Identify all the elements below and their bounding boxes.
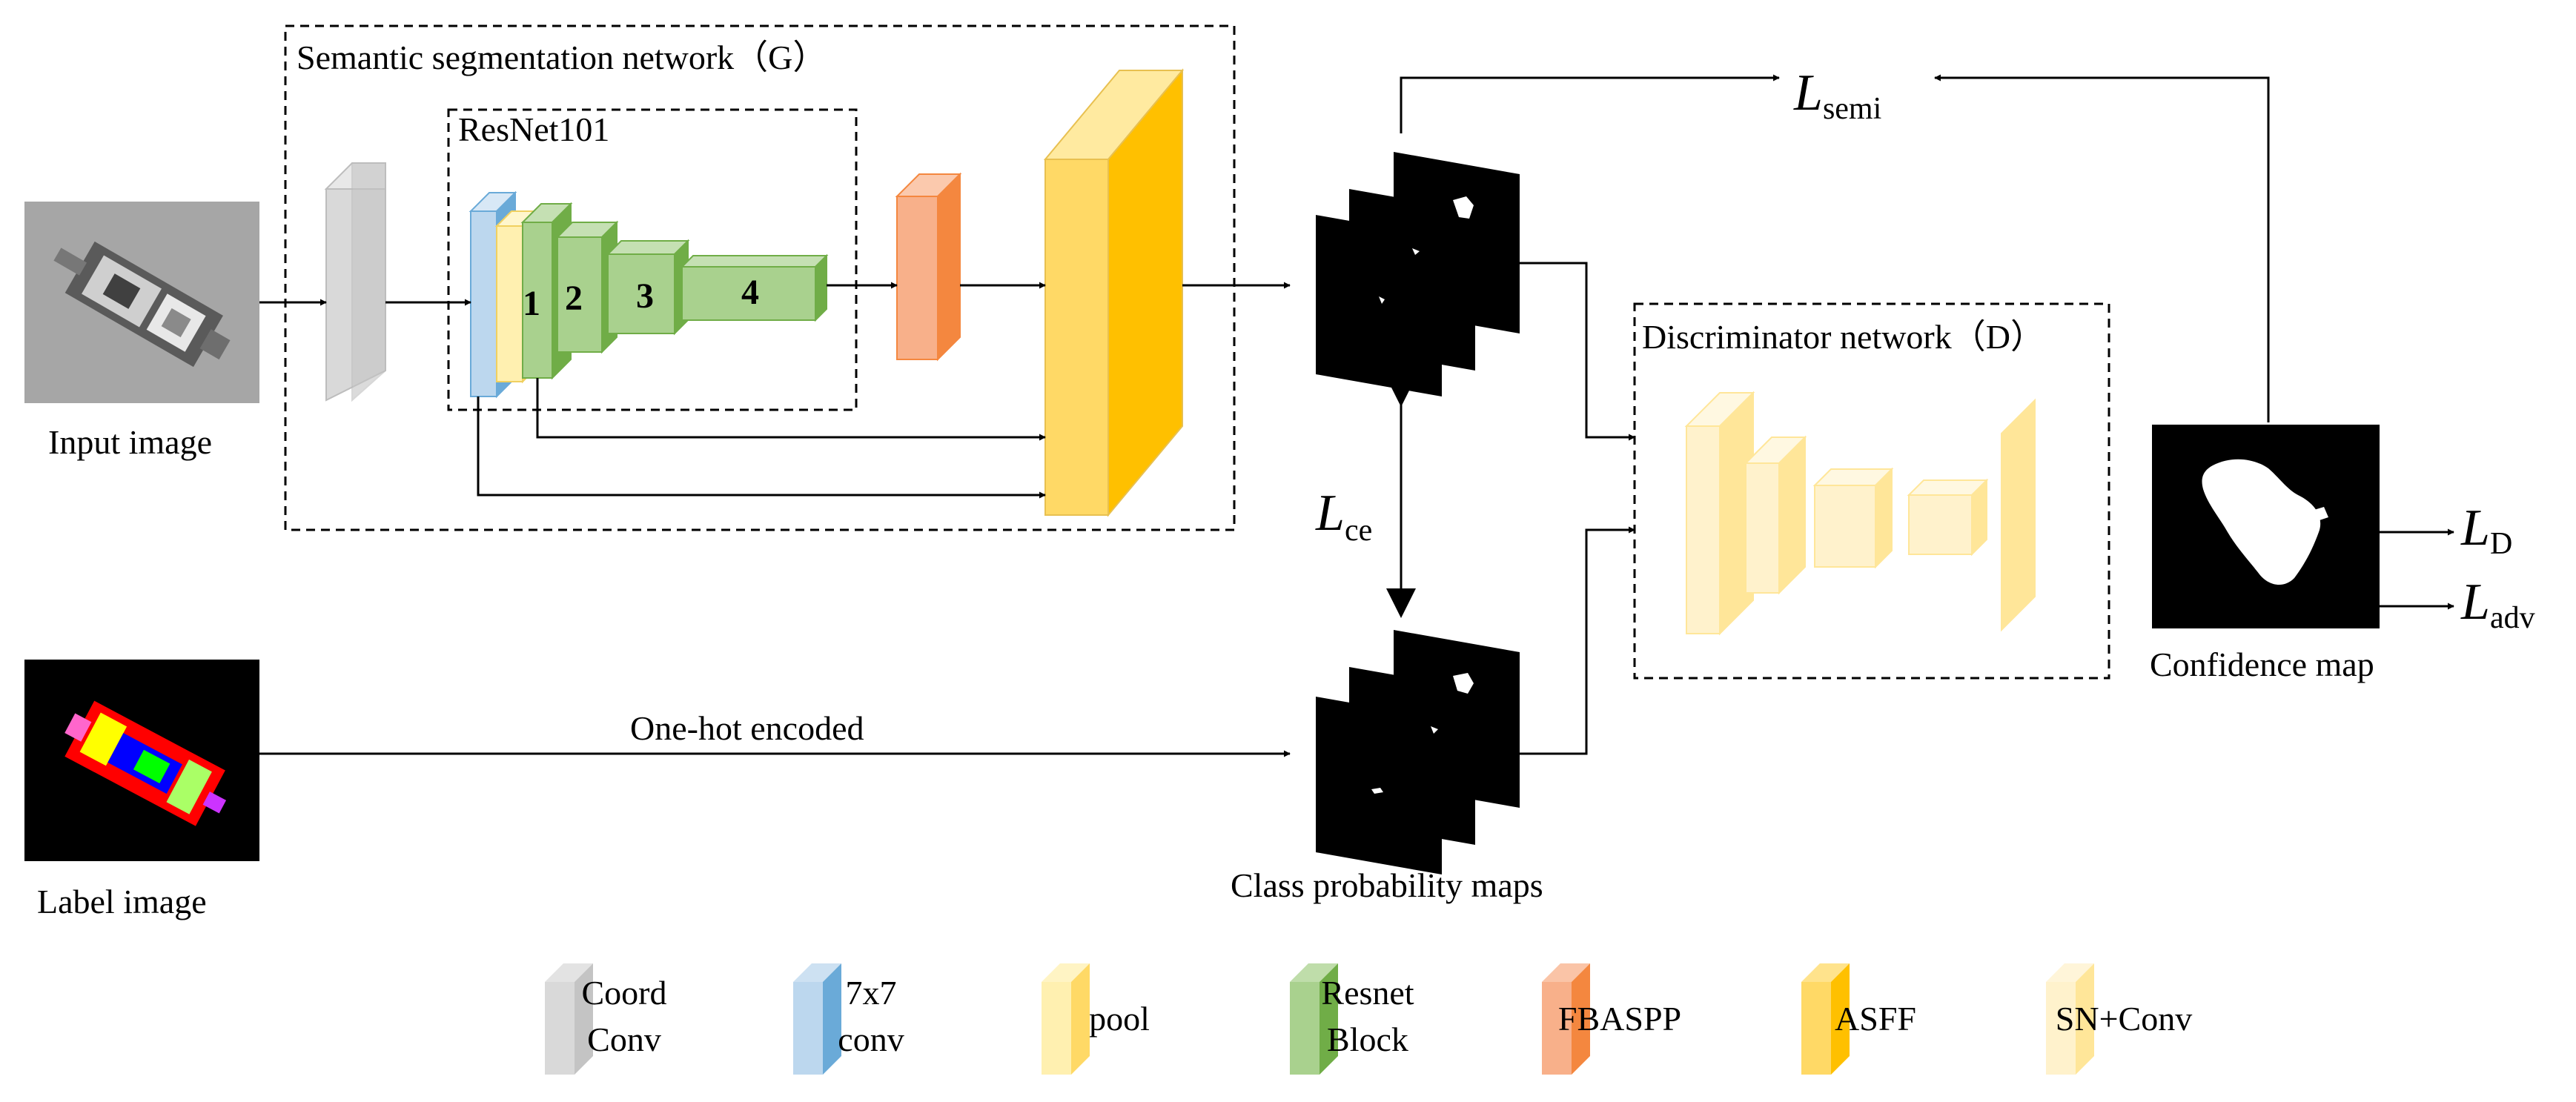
svg-text:Lsemi: Lsemi [1793,64,1881,126]
loss-ce-sub: ce [1345,514,1372,548]
block-label-3: 3 [636,276,654,316]
svg-text:Ladv: Ladv [2460,574,2535,635]
generator-box [284,24,1236,531]
confidence-map-label: Confidence map [2150,645,2374,683]
disc-block-1 [1684,391,1755,636]
svg-text:LD: LD [2460,499,2512,561]
discriminator-box [1633,302,2110,680]
label-image-label: Label image [37,883,207,920]
onehot-label: One-hot encoded [630,709,864,747]
skip-pool-asff [536,378,1046,441]
input-image-label: Input image [48,423,212,461]
block-label-1: 1 [523,284,540,323]
coordconv-block [324,162,386,402]
legend-item: ASFF [1801,963,1916,1075]
resnet-block-3 [606,239,690,336]
legend-swatch-front [1801,982,1831,1075]
legend-swatch-side [1831,963,1850,1075]
legend-label: pool [1089,1000,1150,1038]
predicted-maps [1316,152,1520,396]
legend-swatch-front [1542,982,1572,1075]
legend-swatch-side [1071,963,1090,1075]
confidence-map [2152,425,2380,628]
discriminator-title: Discriminator network（D） [1642,318,2044,356]
class-prob-label: Class probability maps [1231,866,1543,904]
resnet-block-4 [680,253,829,322]
legend-swatch-front [1042,982,1071,1075]
loss-d-sub: D [2490,527,2512,561]
disc-block-5 [2001,398,2036,632]
legend-swatch-top [1290,963,1338,982]
loss-ce-main: L [1315,485,1345,542]
disc-block-2 [1744,435,1807,595]
arrow-conf-lsemi [1934,74,2270,422]
asff-block [1043,68,1185,517]
generator-title: Semantic segmentation network（G） [297,39,827,76]
legend-item: pool [1042,963,1150,1075]
arrow-pred-disc [1520,262,1635,441]
resnet-title: ResNet101 [458,110,609,148]
legend-swatch-top [793,963,841,982]
fbaspp-block [895,172,962,362]
legend-swatch-side [575,963,593,1075]
class-probability-maps [1316,630,1520,874]
loss-ce: Lce [1315,485,1372,548]
disc-block-4 [1907,478,1989,557]
legend-swatch-side [1572,963,1590,1075]
disc-block-3 [1812,467,1894,569]
input-image [24,202,259,403]
legend-swatch-front [2046,982,2076,1075]
arrow-pred-lsemi [1400,74,1780,133]
loss-semi-sub: semi [1823,92,1881,126]
loss-adv: Ladv [2460,574,2535,635]
arrow-gt-disc [1520,526,1635,755]
legend-swatch-top [1042,963,1090,982]
legend-label: FBASPP [1558,1000,1681,1038]
resnet-box [447,108,858,411]
loss-semi: Lsemi [1793,64,1881,126]
loss-semi-main: L [1793,64,1823,122]
legend-swatch-side [1320,963,1338,1075]
block-label-2: 2 [565,279,583,318]
legend-label: SN+Conv [2056,1000,2192,1038]
legend-item: FBASPP [1542,963,1681,1075]
legend-swatch-front [793,982,823,1075]
legend-swatch-side [823,963,841,1075]
skip-conv-asff [477,396,1046,499]
loss-adv-main: L [2460,574,2490,631]
loss-d-main: L [2460,499,2490,557]
legend-swatch-top [1542,963,1590,982]
legend-swatch-side [2076,963,2094,1075]
legend-swatch-front [545,982,575,1075]
loss-d: LD [2460,499,2512,561]
legend-item: SN+Conv [2046,963,2192,1075]
legend-swatch-top [2046,963,2094,982]
svg-text:Lce: Lce [1315,485,1372,548]
legend-label: ASFF [1835,1000,1916,1038]
label-image [24,660,259,861]
legend-swatch-top [1801,963,1850,982]
legend-swatch-top [545,963,593,982]
block-label-4: 4 [741,273,759,312]
legend-swatch-front [1290,982,1320,1075]
loss-adv-sub: adv [2490,601,2535,635]
